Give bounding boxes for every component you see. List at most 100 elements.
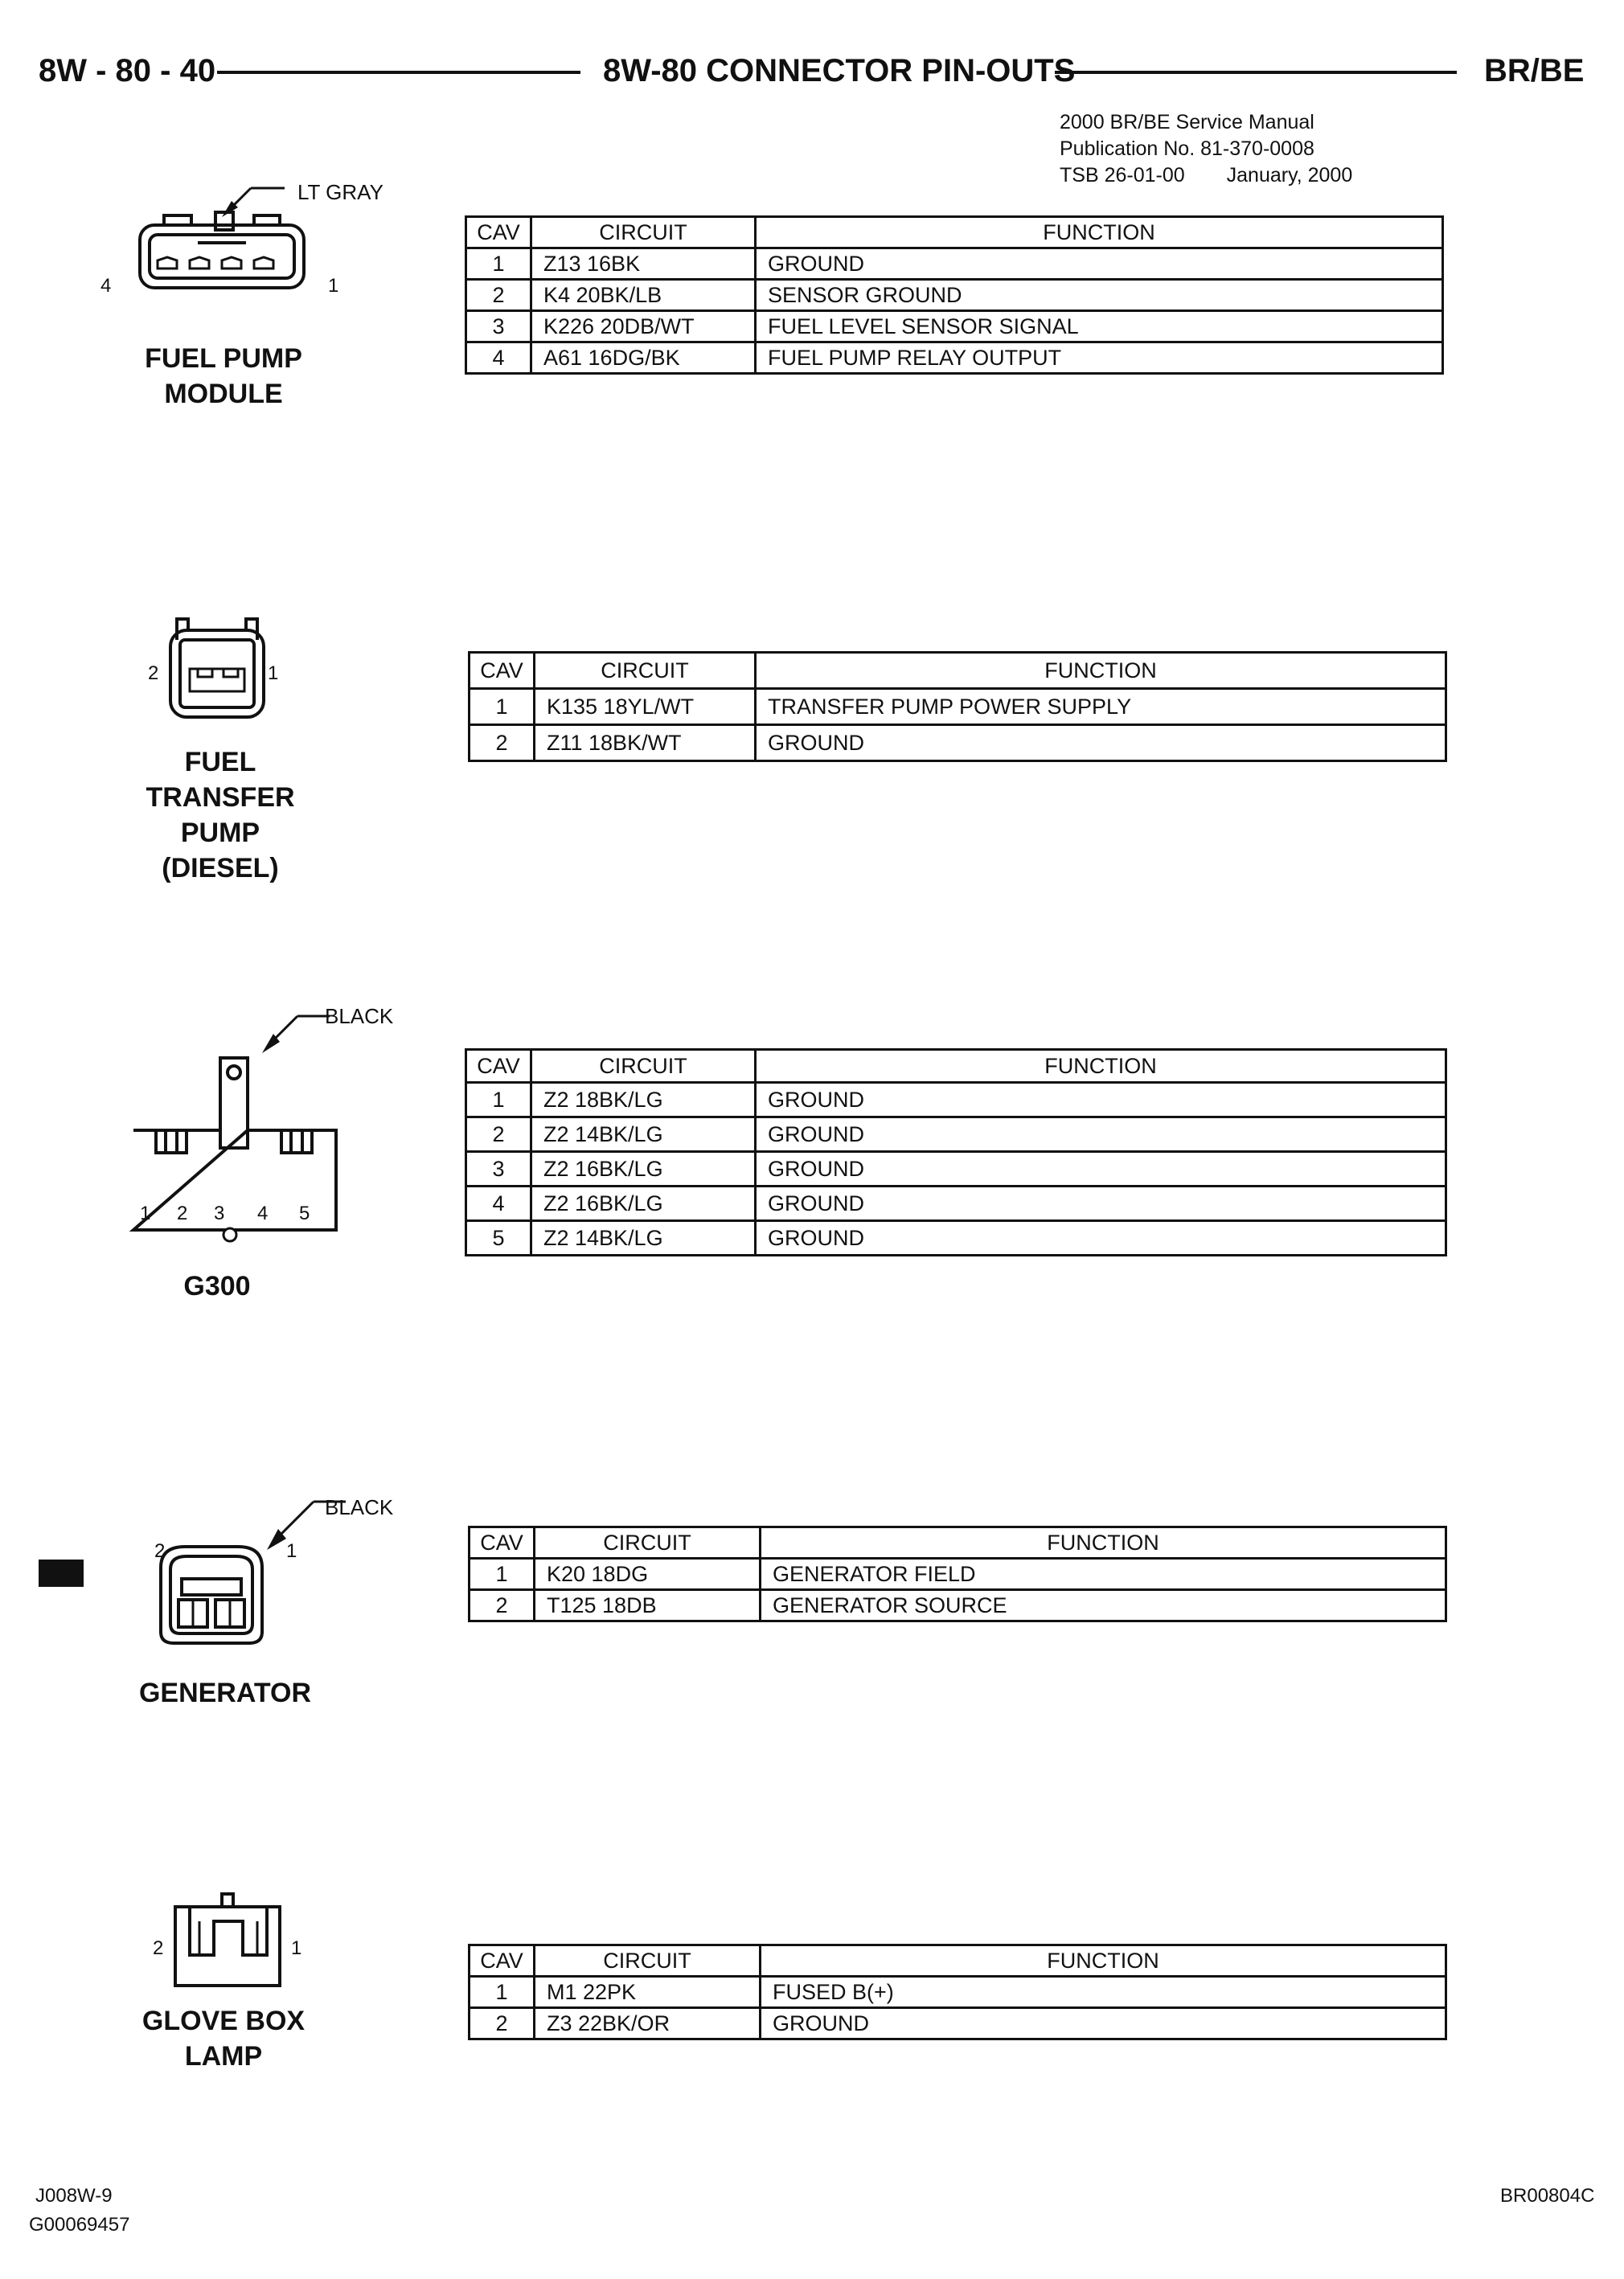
cav-cell: 1 [468, 1975, 535, 2009]
g300-pin-2: 2 [177, 1203, 188, 1224]
function-cell: GROUND [754, 1219, 1447, 1256]
g300-pin-4: 4 [257, 1203, 269, 1224]
function-cell: GROUND [754, 1185, 1447, 1222]
cav-cell: 4 [465, 1185, 532, 1222]
cav-cell: 5 [465, 1219, 532, 1256]
function-cell: GROUND [754, 723, 1447, 762]
function-cell: GROUND [754, 247, 1444, 281]
document-id: G00069457 [29, 2214, 130, 2236]
cav-cell: 1 [468, 687, 535, 726]
column-header: CIRCUIT [530, 1048, 757, 1084]
cav-cell: 3 [465, 309, 532, 343]
generator-pin-left: 2 [154, 1540, 166, 1562]
function-cell: FUEL LEVEL SENSOR SIGNAL [754, 309, 1444, 343]
circuit-cell: Z2 14BK/LG [530, 1116, 757, 1153]
label-line: G300 [183, 1271, 251, 1301]
table-header-row: CAV CIRCUIT FUNCTION [468, 651, 1447, 690]
circuit-cell: T125 18DB [533, 1588, 761, 1622]
label-line: LAMP [184, 2041, 263, 2072]
column-header: CAV [468, 651, 535, 690]
circuit-cell: K135 18YL/WT [533, 687, 757, 726]
cav-cell: 3 [465, 1150, 532, 1187]
glove-box-lamp-pin-left: 2 [153, 1937, 164, 1959]
circuit-cell: Z11 18BK/WT [533, 723, 757, 762]
column-header: FUNCTION [759, 1944, 1447, 1978]
g300-pin-1: 1 [140, 1203, 151, 1224]
circuit-cell: Z3 22BK/OR [533, 2006, 761, 2040]
column-header: CIRCUIT [533, 651, 757, 690]
label-line: PUMP [180, 818, 260, 848]
circuit-cell: K226 20DB/WT [530, 309, 757, 343]
function-cell: GROUND [754, 1116, 1447, 1153]
glove-box-lamp-label: GLOVE BOX LAMP [103, 2003, 344, 2074]
column-header: FUNCTION [754, 215, 1444, 249]
column-header: FUNCTION [759, 1526, 1447, 1560]
glove-box-lamp-pin-right: 1 [291, 1937, 302, 1959]
generator-label: GENERATOR [105, 1675, 346, 1711]
generator-pin-right: 1 [286, 1540, 297, 1562]
circuit-cell: K20 18DG [533, 1557, 761, 1591]
function-cell: FUEL PUMP RELAY OUTPUT [754, 341, 1444, 375]
label-line: TRANSFER [146, 782, 295, 813]
g300-pin-3: 3 [214, 1203, 225, 1224]
column-header: CIRCUIT [533, 1526, 761, 1560]
circuit-cell: Z13 16BK [530, 247, 757, 281]
fuel-transfer-pump-pin-left: 2 [148, 662, 159, 684]
function-cell: FUSED B(+) [759, 1975, 1447, 2009]
cav-cell: 1 [465, 247, 532, 281]
cav-cell: 2 [468, 723, 535, 762]
label-line: GENERATOR [138, 1678, 312, 1708]
circuit-cell: A61 16DG/BK [530, 341, 757, 375]
table-header-row: CAV CIRCUIT FUNCTION [468, 1944, 1447, 1978]
cav-cell: 2 [468, 2006, 535, 2040]
vehicle-code: BR/BE [1484, 53, 1585, 88]
figure-id: J008W-9 [35, 2185, 113, 2207]
publication-line-2: Publication No. 81-370-0008 [1060, 137, 1314, 160]
page-number: 8W - 80 - 40 [39, 53, 216, 88]
publication-date: January, 2000 [1226, 164, 1353, 187]
publication-info: 2000 BR/BE Service Manual Publication No… [1060, 109, 1352, 189]
label-line: GLOVE BOX [141, 2006, 306, 2036]
page-code: BR00804C [1500, 2185, 1595, 2207]
function-cell: GENERATOR FIELD [759, 1557, 1447, 1591]
section-marker [39, 1560, 84, 1587]
publication-line-3: TSB 26-01-00 January, 2000 [1060, 162, 1352, 189]
circuit-cell: Z2 18BK/LG [530, 1081, 757, 1118]
table-header-row: CAV CIRCUIT FUNCTION [465, 215, 1444, 249]
fuel-transfer-pump-label: FUEL TRANSFER PUMP (DIESEL) [100, 744, 341, 886]
column-header: CAV [468, 1944, 535, 1978]
fuel-pump-module-pin-left: 4 [100, 275, 112, 297]
g300-ground-connector-icon [129, 1014, 338, 1243]
tsb-number: TSB 26-01-00 [1060, 164, 1185, 187]
fuel-transfer-pump-connector-icon [169, 617, 265, 719]
page-title: 8W-80 CONNECTOR PIN-OUTS [603, 53, 1076, 88]
column-header: FUNCTION [754, 651, 1447, 690]
g300-pin-5: 5 [299, 1203, 310, 1224]
fuel-pump-module-connector-icon [138, 187, 306, 289]
header-rule-right [1055, 71, 1457, 74]
fuel-transfer-pump-pin-right: 1 [268, 662, 279, 684]
fuel-pump-module-label: FUEL PUMP MODULE [103, 341, 344, 412]
circuit-cell: M1 22PK [533, 1975, 761, 2009]
function-cell: GROUND [754, 1150, 1447, 1187]
label-line: (DIESEL) [162, 853, 279, 883]
column-header: CAV [465, 215, 532, 249]
publication-line-1: 2000 BR/BE Service Manual [1060, 111, 1314, 133]
fuel-pump-module-color: LT GRAY [297, 180, 383, 204]
fuel-pump-module-pin-right: 1 [328, 275, 339, 297]
circuit-cell: K4 20BK/LB [530, 278, 757, 312]
column-header: CIRCUIT [530, 215, 757, 249]
label-line: MODULE [164, 379, 283, 409]
